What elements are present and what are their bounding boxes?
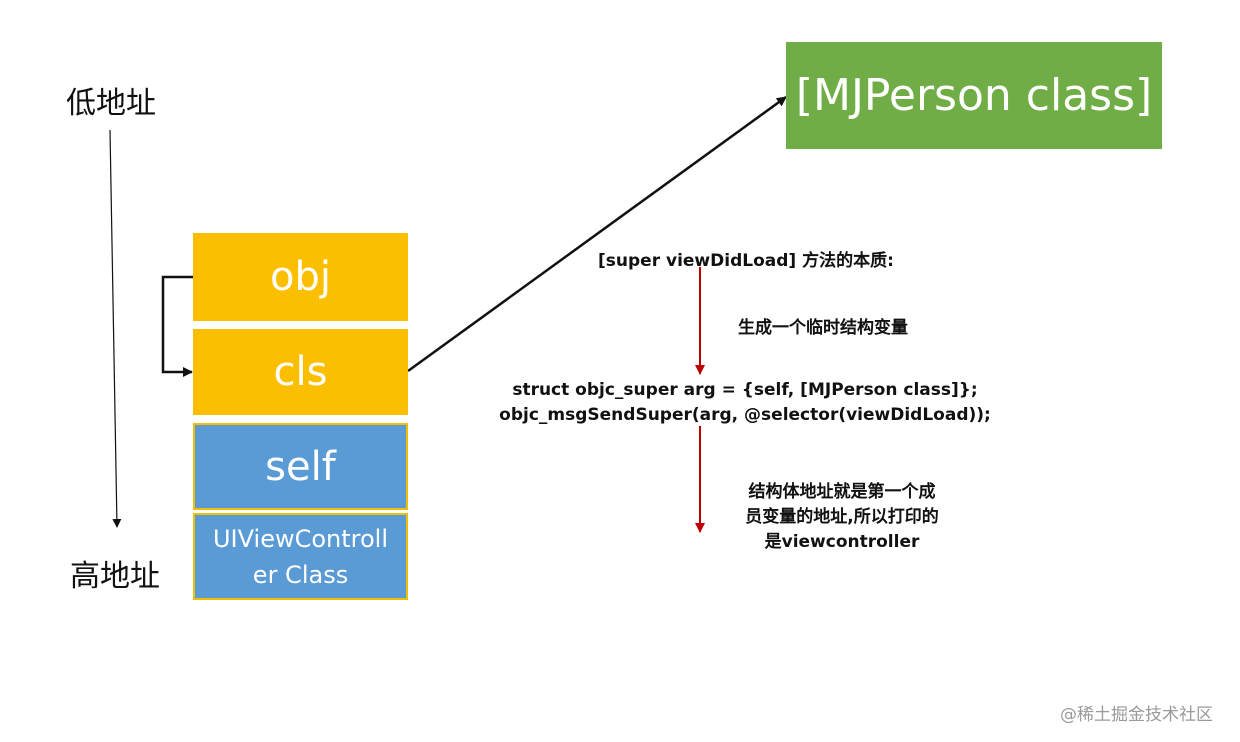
code-line-1: struct objc_super arg = {self, [MJPerson… (512, 380, 978, 400)
obj-to-cls-arrow (161, 275, 193, 377)
stack-cell-obj-label: obj (270, 254, 331, 300)
watermark: @稀土掘金技术社区 (1060, 705, 1213, 725)
explain-line-3: 是viewcontroller (764, 532, 920, 552)
cls-to-class-arrow (407, 95, 787, 373)
notes-title: [super viewDidLoad] 方法的本质: (598, 251, 894, 271)
stack-cell-vc-class-line2: er Class (252, 560, 349, 589)
explain-block: 结构体地址就是第一个成 员变量的地址,所以打印的 是viewcontroller (712, 480, 972, 555)
stack-cell-vc-class-line1: UIViewControll (212, 524, 389, 553)
code-line-2: objc_msgSendSuper(arg, @selector(viewDid… (499, 405, 991, 425)
high-address-label: 高地址 (70, 559, 160, 594)
code-block: struct objc_super arg = {self, [MJPerson… (490, 378, 1000, 428)
stack-cell-vc-class: UIViewControll er Class (193, 513, 408, 600)
stack-cell-self: self (193, 423, 408, 510)
stack-cell-cls-label: cls (273, 349, 328, 395)
low-address-label: 低地址 (66, 86, 156, 121)
stack-cell-obj: obj (193, 233, 408, 321)
explain-line-1: 结构体地址就是第一个成 (748, 482, 936, 502)
stack-cell-self-label: self (265, 443, 336, 490)
stack-cell-cls: cls (193, 329, 408, 415)
mjperson-class-label: [MJPerson class] (795, 70, 1153, 121)
explain-line-2: 员变量的地址,所以打印的 (745, 507, 939, 527)
notes-step1: 生成一个临时结构变量 (738, 318, 908, 338)
mjperson-class-box: [MJPerson class] (786, 42, 1162, 149)
address-direction-arrow (109, 129, 122, 528)
